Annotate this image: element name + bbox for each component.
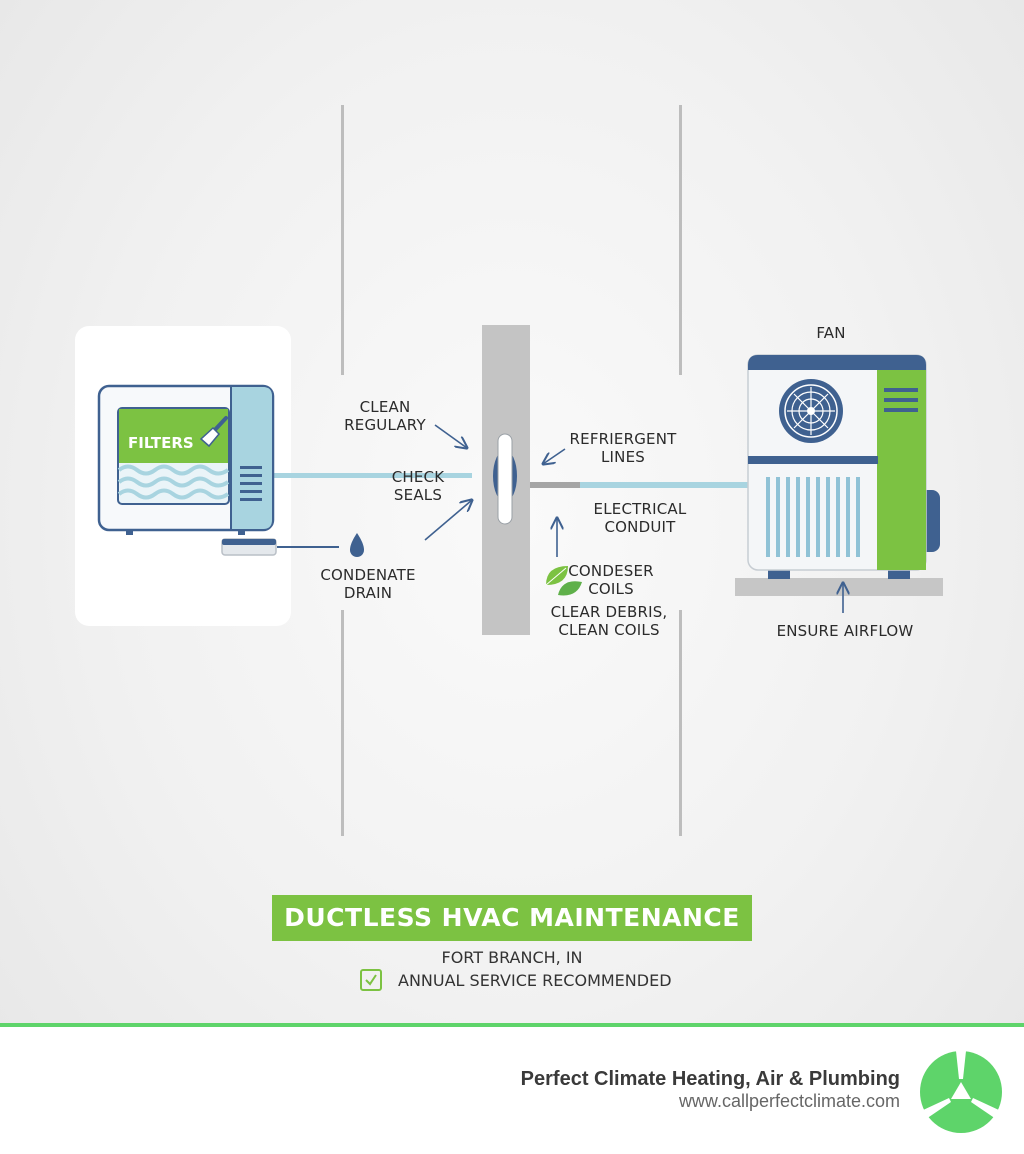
condenser-coils-label: CONDESER COILS (568, 562, 654, 598)
title-banner: DUCTLESS HVAC MAINTENANCE (272, 895, 752, 941)
clean-regularly-label: CLEAN REGULARY (344, 398, 426, 434)
electrical-conduit-label: ELECTRICAL CONDUIT (593, 500, 687, 536)
condenser-grille (766, 477, 860, 557)
ensure-airflow-label: ENSURE AIRFLOW (776, 622, 914, 640)
condensate-pipe (277, 546, 339, 548)
brand-logo (920, 1051, 1002, 1133)
location-text: FORT BRANCH, IN (441, 948, 583, 967)
filters-label: FILTERS (128, 434, 194, 452)
conduit-pipe-gray (520, 482, 582, 488)
refrigerant-pipe-indoor (272, 473, 472, 478)
outdoor-unit (735, 354, 943, 596)
water-drop-icon (350, 533, 364, 557)
condensate-drain-label: CONDENATE DRAIN (320, 566, 416, 602)
refrigerant-lines-label: REFRIERGENT LINES (569, 430, 677, 466)
fan-label: FAN (816, 324, 846, 342)
footer (0, 1027, 1024, 1154)
checkbox-icon (360, 969, 382, 991)
guide-line (679, 105, 682, 375)
refrigerant-pipe-outdoor (580, 482, 748, 488)
guide-line (679, 610, 682, 836)
paintbrush-icon (199, 416, 228, 448)
fan-icon (779, 379, 843, 443)
annotation-arrows (424, 424, 843, 613)
company-url: www.callperfectclimate.com (678, 1091, 900, 1111)
service-note-text: ANNUAL SERVICE RECOMMENDED (398, 970, 672, 990)
check-seals-label: CHECK SEALS (391, 468, 445, 504)
company-name: Perfect Climate Heating, Air & Plumbing (520, 1068, 900, 1090)
footer-divider (0, 1023, 1024, 1027)
leaf-icon (545, 566, 582, 596)
wall-seal (493, 433, 517, 525)
service-note: ANNUAL SERVICE RECOMMENDED (360, 968, 672, 992)
indoor-unit (97, 384, 277, 556)
guide-line (341, 610, 344, 836)
guide-line (341, 105, 344, 375)
clear-debris-label: CLEAR DEBRIS, CLEAN COILS (550, 603, 668, 639)
